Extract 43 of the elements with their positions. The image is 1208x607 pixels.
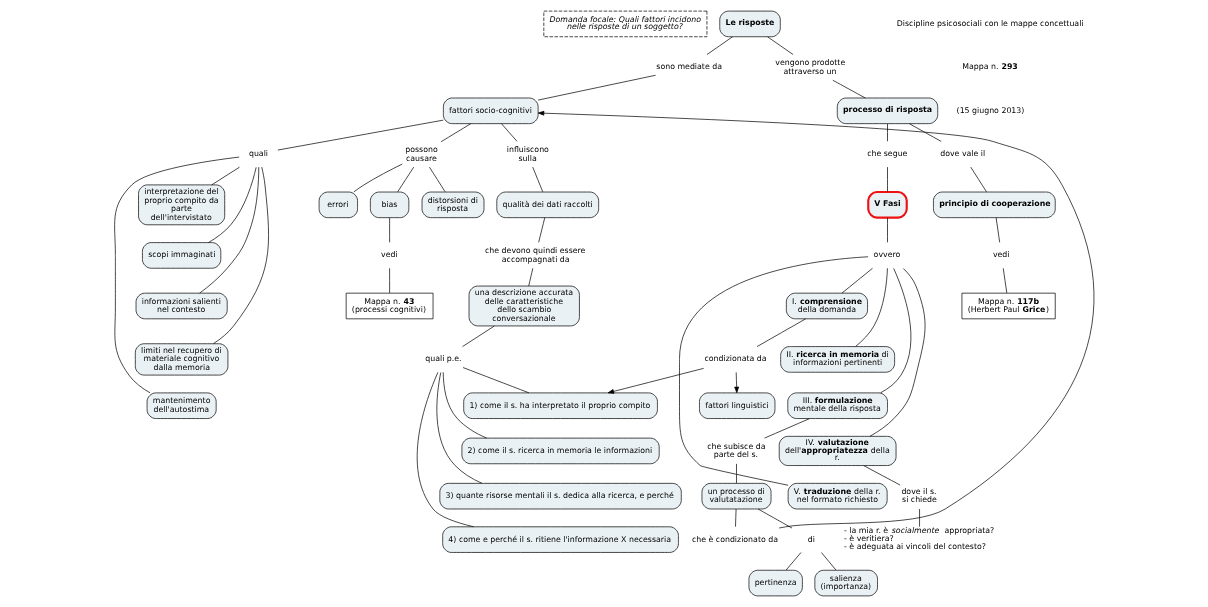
connector <box>841 267 873 294</box>
arrow <box>537 110 1094 529</box>
connector <box>919 508 920 527</box>
connector <box>538 217 546 243</box>
connector <box>756 318 806 347</box>
connector <box>114 156 240 394</box>
connector <box>429 166 446 193</box>
connector <box>353 163 403 193</box>
connector <box>211 166 240 186</box>
connector <box>389 267 390 294</box>
connector <box>995 217 1001 243</box>
connector <box>501 123 518 142</box>
connector <box>735 508 737 527</box>
connector <box>785 552 802 571</box>
connector <box>736 463 737 484</box>
connector <box>706 36 733 55</box>
connector <box>199 166 260 294</box>
connector <box>208 166 257 243</box>
connector <box>440 123 472 143</box>
connector <box>389 217 390 243</box>
connector <box>1002 267 1008 294</box>
connector <box>767 36 794 55</box>
connector <box>462 325 495 347</box>
connector <box>397 166 415 193</box>
connector <box>880 268 912 394</box>
arrow <box>607 368 704 394</box>
connector <box>832 79 866 99</box>
connector <box>887 217 888 243</box>
connector <box>528 267 534 287</box>
connector <box>532 166 544 193</box>
connector <box>855 267 888 347</box>
connector <box>887 166 888 193</box>
connector <box>821 552 837 571</box>
connector <box>863 465 901 486</box>
connector <box>213 166 269 344</box>
connector <box>970 166 987 193</box>
connector <box>462 367 530 394</box>
connector <box>909 123 942 142</box>
connector <box>887 123 888 142</box>
connector <box>757 508 793 529</box>
arrow <box>734 372 739 394</box>
connector <box>537 74 656 101</box>
connector <box>277 119 444 151</box>
